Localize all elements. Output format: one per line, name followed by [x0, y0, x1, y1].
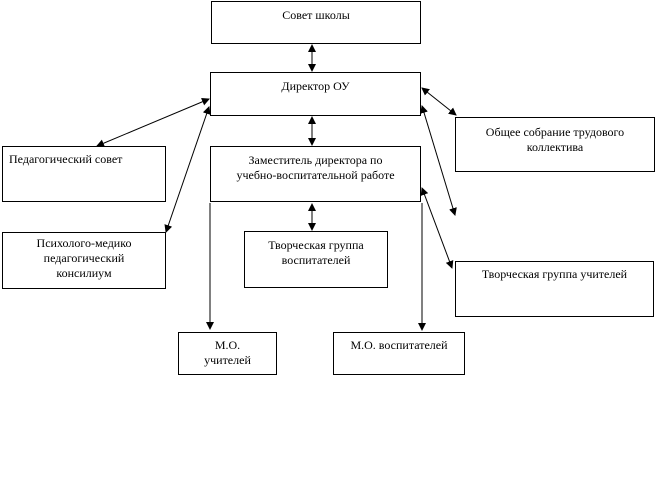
- council-label: Совет школы: [282, 8, 350, 22]
- deputy-box: Заместитель директора по учебно-воспитат…: [210, 146, 421, 202]
- general-meeting-box: Общее собрание трудового коллектива: [455, 117, 655, 172]
- council-box: Совет школы: [211, 1, 421, 44]
- director-box: Директор ОУ: [210, 72, 421, 116]
- mo-teachers-label: М.О. учителей: [204, 338, 251, 367]
- general-meeting-label: Общее собрание трудового коллектива: [485, 125, 625, 154]
- director-pmpk-arrow: [164, 106, 211, 233]
- creative-teachers-label: Творческая группа учителей: [481, 267, 628, 281]
- pmpk-label: Психолого-медико педагогический консилиу…: [36, 236, 132, 280]
- pmpk-box: Психолого-медико педагогический консилиу…: [2, 232, 166, 289]
- ped-council-label: Педагогический совет: [9, 152, 123, 166]
- creative-educators-label: Творческая группа воспитателей: [268, 238, 364, 267]
- ped-council-box: Педагогический совет: [2, 146, 166, 202]
- creative-teachers-box: Творческая группа учителей: [455, 261, 654, 317]
- deputy-creativeteachers-arrow: [420, 187, 454, 269]
- director-creativeteachers-arrow: [420, 105, 457, 216]
- mo-educators-label: М.О. воспитателей: [350, 338, 448, 352]
- director-pedcouncil-arrow: [96, 98, 210, 147]
- deputy-label: Заместитель директора по учебно-воспитат…: [236, 153, 395, 182]
- director-label: Директор ОУ: [281, 79, 350, 93]
- creative-educators-box: Творческая группа воспитателей: [244, 231, 388, 288]
- director-meeting-arrow: [421, 87, 457, 116]
- mo-teachers-box: М.О. учителей: [178, 332, 277, 375]
- mo-educators-box: М.О. воспитателей: [333, 332, 465, 375]
